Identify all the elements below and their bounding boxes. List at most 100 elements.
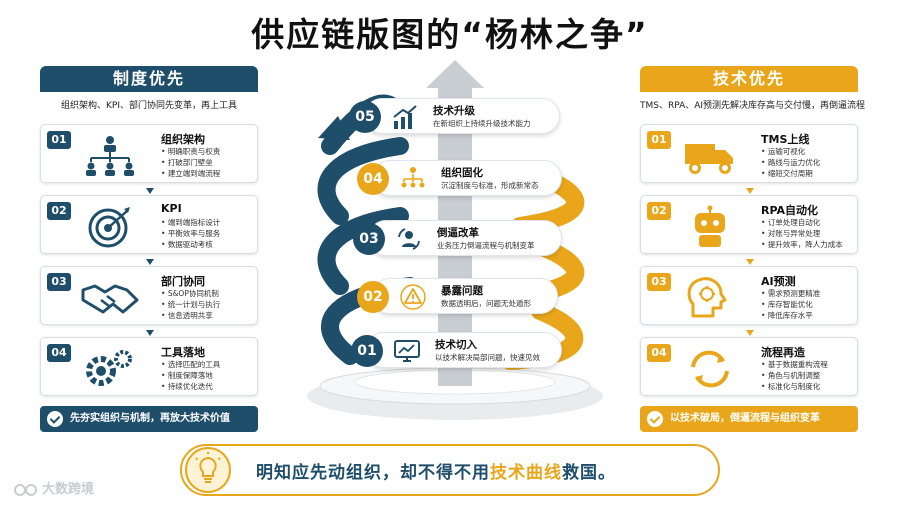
banner-text-before: 明知应先动组织，却不得不用 (256, 463, 490, 483)
stage-title: 技术升级 (433, 105, 475, 117)
card-list: 需求预测更精准 库存智能优化 降低库存水平 (761, 288, 821, 321)
card-number: 02 (47, 202, 71, 220)
stage-05: 05 技术升级 在新组织上持续升级技术能力 (349, 98, 560, 134)
card-number: 04 (647, 344, 671, 362)
card-title: AI预测 (761, 275, 796, 288)
robot-icon (695, 205, 725, 247)
arrow-down-icon (146, 188, 154, 194)
list-item: 选择匹配的工具 (161, 359, 221, 370)
stage-title: 组织固化 (441, 167, 483, 179)
card-list: 选择匹配的工具 制度保障落地 持续优化迭代 (161, 359, 221, 392)
handshake-icon (81, 284, 139, 314)
stage-desc: 数据透明后，问题无处遁形 (441, 299, 531, 308)
list-item: 数据驱动考核 (161, 239, 220, 250)
spiral-arrow-head (318, 116, 350, 140)
card-number: 04 (47, 344, 71, 362)
list-item: 端到端指标设计 (161, 217, 221, 228)
card-list: S&OP协同机制 统一计划与执行 信息透明共享 (161, 288, 221, 321)
list-item: 缩短交付周期 (761, 168, 820, 179)
stage-number: 03 (353, 223, 385, 255)
ai-brain-icon (687, 277, 727, 318)
stage-title: 倒逼改革 (437, 227, 479, 239)
card-list: 明确职责与权责 打破部门壁垒 建立端到端流程 (161, 146, 221, 179)
truck-icon (685, 144, 733, 174)
banner-text: 明知应先动组织，却不得不用技术曲线救国。 (256, 458, 616, 483)
list-item: 平衡效率与服务 (161, 228, 221, 239)
banner-text-after: 救国。 (562, 463, 616, 483)
right-subtitle: TMS、RPA、AI预测先解决库存高与交付慢，再倒逼流程 (640, 101, 866, 111)
left-card-2: 02 KPI 端到端指标设计 平衡效率与服务 数据驱动考核 (40, 195, 258, 265)
list-item: 路线与运力优化 (761, 157, 821, 168)
card-number: 01 (647, 131, 671, 149)
stage-desc: 业务压力倒逼流程与机制变革 (437, 241, 535, 250)
stage-number: 05 (349, 101, 381, 133)
card-list: 端到端指标设计 平衡效率与服务 数据驱动考核 (161, 217, 221, 250)
watermark-text: 大数跨境 (42, 482, 95, 497)
right-card-1: 01 TMS上线 运输可视化 路线与运力优化 缩短交付周期 (640, 124, 858, 194)
stage-number: 01 (351, 335, 383, 367)
stage-02: 02 暴露问题 数据透明后，问题无处遁形 (357, 278, 558, 314)
right-header: 技术优先 (640, 66, 858, 92)
left-subtitle: 组织架构、KPI、部门协同先变革，再上工具 (61, 101, 237, 111)
list-item: 持续优化迭代 (161, 381, 220, 392)
arrow-down-icon (746, 188, 754, 194)
stage-01: 01 技术切入 以技术解决局部问题，快速见效 (351, 332, 562, 368)
card-title: RPA自动化 (761, 204, 819, 217)
list-item: 制度保障落地 (161, 370, 220, 381)
card-number: 02 (647, 202, 671, 220)
list-item: 订单处理自动化 (761, 217, 843, 228)
list-item: 打破部门壁垒 (161, 157, 220, 168)
bottom-banner: 明知应先动组织，却不得不用技术曲线救国。 (180, 444, 720, 496)
list-item: 需求预测更精准 (761, 288, 821, 299)
gears-icon (86, 350, 132, 386)
card-title: 部门协同 (161, 275, 205, 288)
list-item: 明确职责与权责 (161, 146, 221, 157)
stage-number: 04 (357, 163, 389, 195)
card-list: 基于数据重构流程 角色与机制调整 标准化与制度化 (761, 359, 828, 392)
right-card-3: 03 AI预测 需求预测更精准 库存智能优化 降低库存水平 (640, 266, 858, 336)
stage-desc: 以技术解决局部问题，快速见效 (435, 353, 540, 362)
arrow-down-icon (146, 330, 154, 336)
list-item: 角色与机制调整 (761, 370, 828, 381)
left-footer-text: 先夯实组织与机制，再放大技术价值 (70, 413, 230, 424)
card-title: KPI (161, 202, 182, 215)
card-title: 流程再造 (761, 346, 805, 359)
left-header: 制度优先 (40, 66, 258, 92)
page-title: 供应链版图的“杨林之争” (251, 15, 649, 54)
org-chart-icon (401, 167, 425, 188)
card-list: 订单处理自动化 对账与异常处理 提升效率，降人力成本 (761, 217, 843, 250)
stage-04: 04 组织固化 沉淀制度与标准，形成新常态 (357, 160, 562, 196)
card-number: 01 (47, 131, 71, 149)
lightbulb-icon (185, 447, 231, 493)
left-footer: 先夯实组织与机制，再放大技术价值 (40, 406, 258, 432)
left-card-3: 03 部门协同 S&OP协同机制 统一计划与执行 信息透明共享 (40, 266, 258, 336)
arrow-down-icon (146, 259, 154, 265)
list-item: 建立端到端流程 (161, 168, 221, 179)
right-footer-text: 以技术破局，倒逼流程与组织变革 (670, 413, 820, 424)
banner-highlight: 技术曲线 (490, 463, 562, 483)
target-icon (88, 207, 130, 248)
card-title: TMS上线 (761, 133, 810, 146)
list-item: 提升效率，降人力成本 (761, 239, 843, 250)
stage-desc: 沉淀制度与标准，形成新常态 (441, 181, 539, 190)
left-column: 制度优先 组织架构、KPI、部门协同先变革，再上工具 01 组织架构 明确职责与… (40, 66, 258, 432)
check-icon (47, 411, 63, 427)
list-item: 库存智能优化 (761, 299, 820, 310)
center-spiral: 05 技术升级 在新组织上持续升级技术能力 04 组织固化 沉淀制度与标准，形成… (290, 56, 620, 426)
arrow-down-icon (746, 259, 754, 265)
list-item: 标准化与制度化 (761, 381, 828, 392)
list-item: 信息透明共享 (161, 310, 220, 321)
list-item: 降低库存水平 (761, 310, 820, 321)
stage-desc: 在新组织上持续升级技术能力 (433, 119, 531, 128)
card-list: 运输可视化 路线与运力优化 缩短交付周期 (761, 146, 821, 179)
left-card-4: 04 工具落地 选择匹配的工具 制度保障落地 持续优化迭代 (40, 337, 258, 396)
list-item: 对账与异常处理 (761, 228, 843, 239)
card-title: 工具落地 (161, 346, 205, 359)
monitor-icon (394, 340, 420, 362)
stage-03: 03 倒逼改革 业务压力倒逼流程与机制变革 (353, 220, 562, 256)
center-arrow-head (426, 60, 484, 88)
list-item: 基于数据重构流程 (761, 359, 828, 370)
card-title: 组织架构 (161, 133, 205, 146)
warning-icon (400, 284, 426, 310)
growth-chart-icon (393, 105, 417, 129)
